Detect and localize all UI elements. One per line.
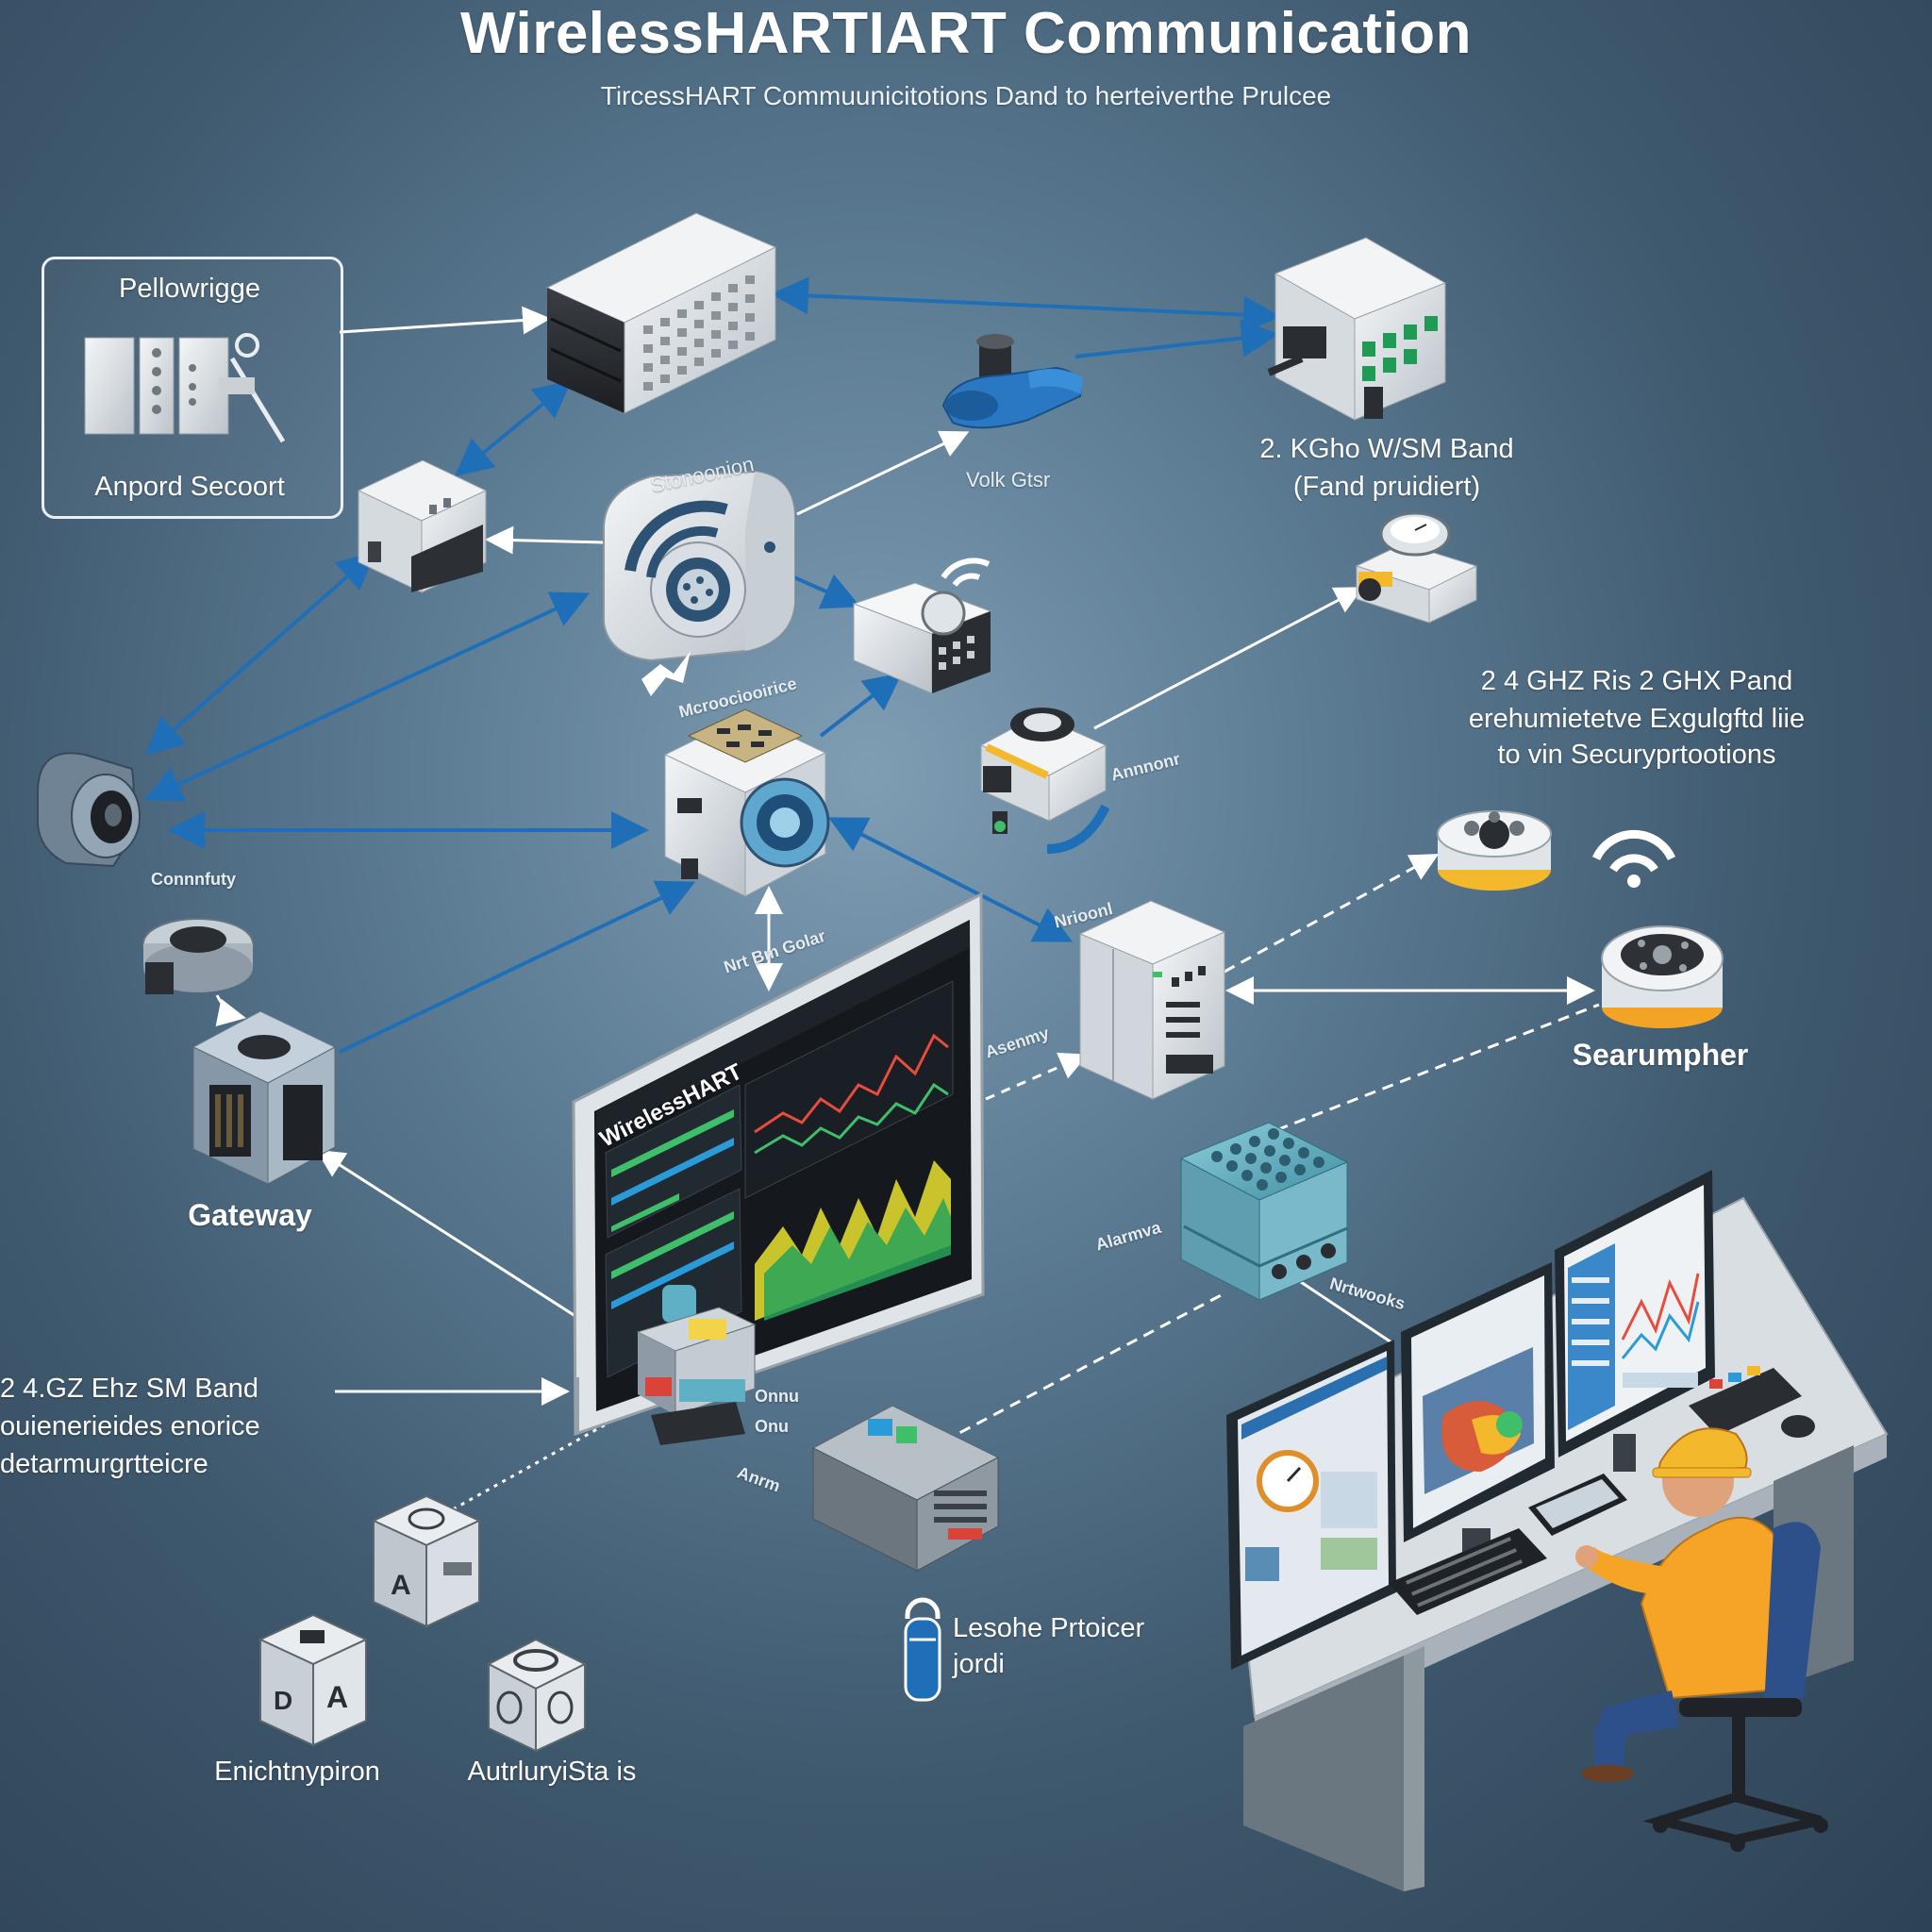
band-top-label-line2: (Fand pruidiert) xyxy=(1292,472,1481,502)
link-valve-to-controller xyxy=(1074,319,1279,358)
link-node-to-adapter xyxy=(819,673,903,738)
link-node-to-rack xyxy=(827,817,1074,942)
dotted-link-cube-to-device xyxy=(452,1413,624,1511)
beacon-top-device xyxy=(1437,810,1676,891)
band-right-label-line2: erehumietetve Exgulgftd liie xyxy=(1468,704,1806,734)
link-sensor-to-gauge xyxy=(1093,587,1364,730)
connection-lines xyxy=(143,276,1600,1511)
band-top-label-line1: 2. KGho W/SM Band xyxy=(1259,434,1514,464)
legend-caption: Anpord Secoort xyxy=(94,472,285,502)
field-terminal-device xyxy=(636,1285,757,1445)
link-router-to-valve xyxy=(796,430,970,516)
ring-sensor-device xyxy=(142,918,254,1026)
adapter-device xyxy=(979,708,1110,854)
encryption-label: Enichtnypiron xyxy=(214,1757,380,1787)
page-title: WirelessHARTIART Communication xyxy=(460,1,1472,66)
link-router-to-camera xyxy=(143,591,591,802)
cube-authority-device xyxy=(486,1638,588,1753)
cube-top-device: A xyxy=(371,1494,482,1628)
wifi-sensor-device xyxy=(852,558,992,694)
connectivity-label: Connnfuty xyxy=(151,870,236,889)
valve-device xyxy=(941,334,1083,429)
lock-label-line2: jordi xyxy=(953,1649,1005,1679)
dashed-link-screen-to-rack xyxy=(985,1052,1089,1101)
camera-device xyxy=(37,752,141,868)
lock-label-line1: Lesohe Prtoicer xyxy=(953,1613,1145,1643)
link-io-box-to-camera xyxy=(145,551,375,756)
searumpher-label: Searumpher xyxy=(1572,1038,1749,1072)
band-left-label-line2: ouienerieides enorice xyxy=(0,1411,260,1441)
svg-text:A: A xyxy=(326,1680,348,1714)
band-right-label-line3: to vin Securyprtootions xyxy=(1497,740,1776,770)
band-left-label-line3: detarmurgrtteicre xyxy=(0,1449,208,1479)
main-monitor xyxy=(572,891,985,1437)
dashed-link-terminal-to-beacon xyxy=(1258,1003,1600,1139)
controller-device xyxy=(1267,237,1447,421)
small-label-a: Onnu xyxy=(755,1387,799,1406)
link-router-to-io-box xyxy=(485,525,605,555)
band-right-label-line1: 2 4 GHZ Ris 2 GHX Pand xyxy=(1480,666,1793,696)
link-server-to-controller xyxy=(771,276,1281,334)
gray-module-device xyxy=(811,1405,1000,1572)
server-rack-device xyxy=(1078,900,1226,1100)
small-label-b: Onu xyxy=(755,1417,789,1436)
dashed-link-rack-to-beacon-top xyxy=(1224,854,1440,974)
server-device xyxy=(545,212,777,414)
link-legend-to-server xyxy=(339,306,551,335)
authority-label: AutrluryiSta is xyxy=(467,1757,637,1787)
svg-text:D: D xyxy=(274,1686,292,1715)
gateway-label: Gateway xyxy=(188,1198,312,1232)
io-box-device xyxy=(357,459,488,593)
gateway-node-device xyxy=(663,708,830,897)
dashed-link-module-to-terminal xyxy=(942,1291,1227,1443)
beacon-sounder-device xyxy=(1601,925,1724,1028)
legend-title: Pellowrigge xyxy=(119,274,260,304)
wifi-router-device xyxy=(603,470,795,696)
lock-icon xyxy=(904,1597,941,1702)
legend-illustration xyxy=(84,333,286,443)
band-left-label-line1: 2 4.GZ Ehz SM Band xyxy=(0,1374,259,1404)
voltage-label: Volk Gtsr xyxy=(966,468,1051,491)
page-subtitle: TircessHART Commuunicitotions Dand to he… xyxy=(600,81,1332,110)
legend-box xyxy=(42,257,343,519)
cube-encryption-device: D A xyxy=(258,1613,369,1747)
teal-io-module xyxy=(1179,1122,1349,1301)
gateway-box-device xyxy=(192,1010,337,1185)
link-server-to-io-box xyxy=(454,379,573,477)
svg-text:A: A xyxy=(391,1570,411,1601)
operator-workstation xyxy=(1226,1170,1889,1891)
pressure-gauge-device xyxy=(1355,511,1478,624)
link-gateway-to-node xyxy=(339,880,696,1054)
